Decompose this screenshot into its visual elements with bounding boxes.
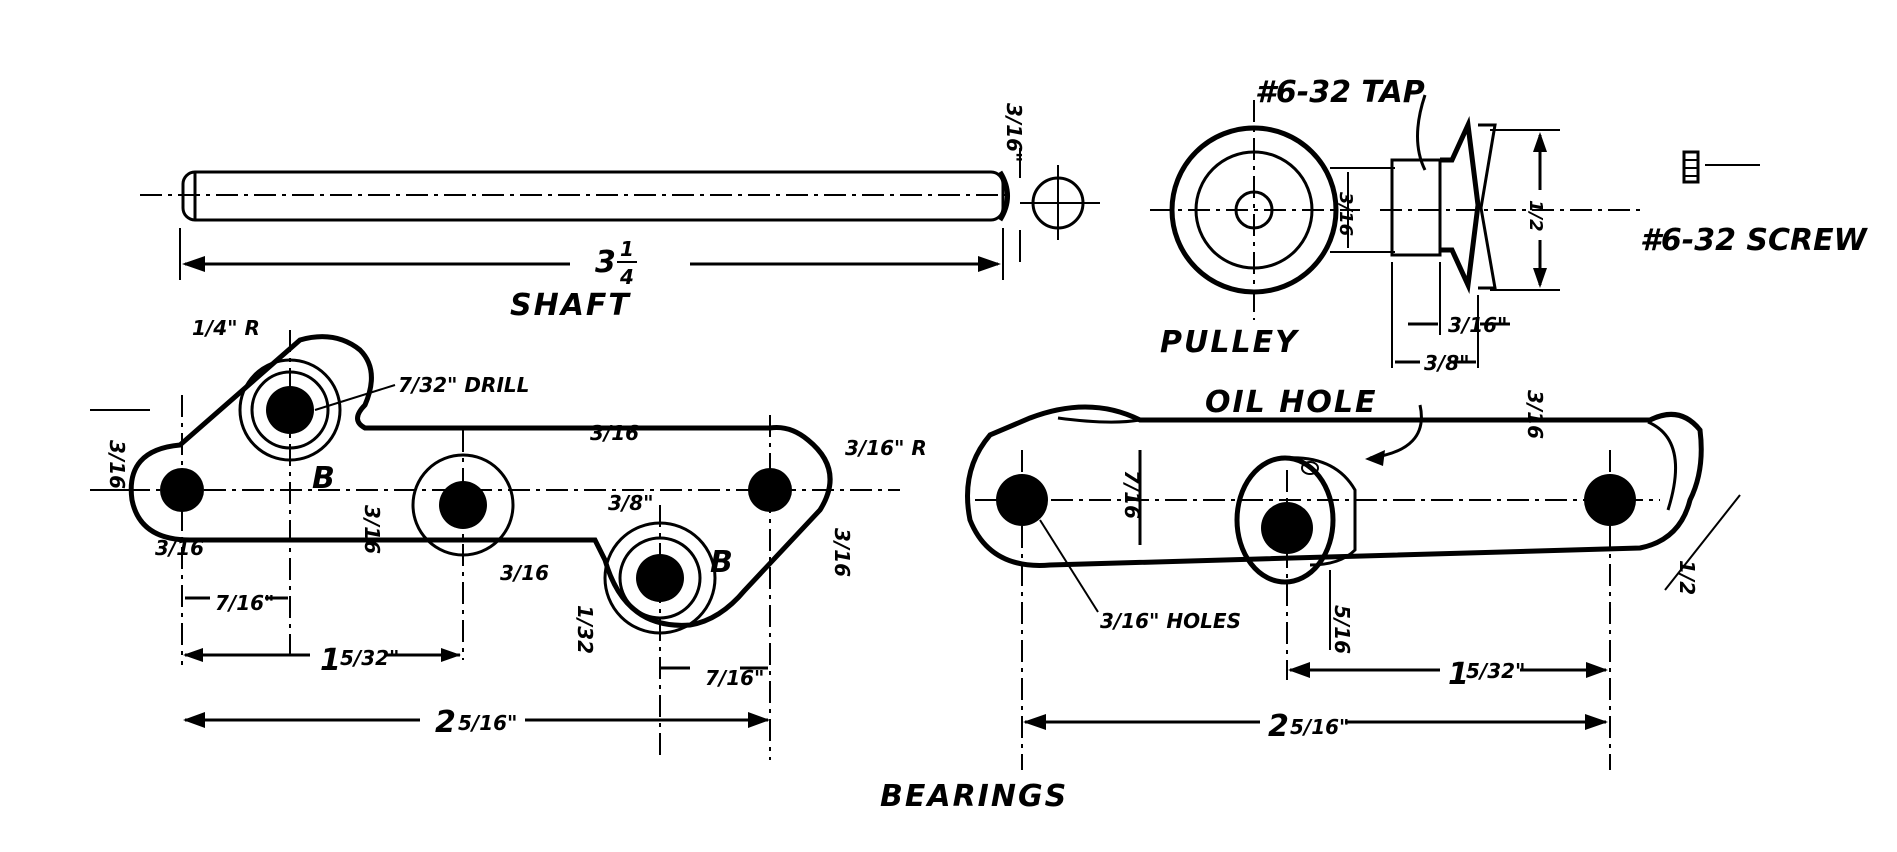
pulley-groove-dim: 1/2 [1525, 200, 1546, 232]
screw-icon [1682, 150, 1760, 184]
shaft-caption: SHAFT [510, 288, 631, 323]
left-bearing-outline [128, 334, 833, 628]
b-mark-upper: B [312, 461, 335, 496]
plate-dim-8: 7/16" [215, 591, 274, 615]
bearing-left: B B 1/4" R 7/32" DRILL 3/16" R 3/16 3/16… [90, 316, 927, 760]
plate-dim-6: 3/16 [500, 561, 549, 585]
plate-dim-9: 3/16 [830, 528, 854, 577]
pulley-hub-dim: 3/16 [1335, 192, 1356, 236]
plate-dim-4: 3/16 [590, 421, 639, 445]
plate-dim-5: 3/16 [360, 505, 384, 554]
right-dim-1-2: 1/2 [1675, 560, 1699, 595]
pulley-caption: PULLEY [1160, 325, 1300, 360]
plate-dim-10: 7/16" [705, 666, 764, 690]
bearings-caption: BEARINGS [880, 779, 1068, 814]
right-dim-3-16: 3/16 [1523, 390, 1547, 439]
drill-note: 7/32" DRILL [398, 373, 529, 397]
right-span-b-frac: 5/16" [1290, 715, 1349, 739]
span-a-whole: 1 [320, 643, 341, 678]
shaft-length-den: 4 [619, 265, 634, 289]
shaft-view: 3/16" 3 1 4 SHAFT [140, 103, 1100, 323]
right-dim-5-16: 5/16 [1330, 605, 1354, 654]
right-span-a-frac: 5/32" [1466, 659, 1525, 683]
pulley-face-dim: 3/16" [1448, 313, 1507, 337]
b-mark-lower: B [710, 545, 733, 580]
plate-dim-1: 3/16 [105, 440, 129, 489]
pulley-width-dim: 3/8" [1424, 351, 1470, 375]
plate-dim-2: 3/16 [155, 536, 204, 560]
bearing-right: OIL HOLE 3/16" HOLES 3/16 7/16 5/16 1/2 … [965, 385, 1741, 770]
radius-3-16: 3/16" R [845, 436, 927, 460]
shaft-length-whole: 3 [595, 245, 616, 280]
screw-note: #6-32 SCREW [1640, 223, 1869, 258]
tap-note: #6-32 TAP [1255, 75, 1425, 110]
pulley-view: 3/16 1/2 3/16" 3/8" #6-32 TAP [1150, 75, 1869, 375]
pulley-hub [1390, 158, 1442, 257]
span-b-whole: 2 [435, 705, 456, 740]
oil-hole-note: OIL HOLE [1205, 385, 1377, 420]
plate-dim-7: 1/32 [573, 605, 597, 654]
right-span-a-whole: 1 [1448, 657, 1469, 692]
holes-note: 3/16" HOLES [1100, 609, 1241, 633]
right-span-b-whole: 2 [1268, 709, 1289, 744]
span-b-frac: 5/16" [458, 711, 517, 735]
shaft-dia-dim: 3/16" [1002, 103, 1026, 162]
shaft-length-num: 1 [620, 237, 634, 261]
span-a-frac: 5/32" [340, 646, 399, 670]
plate-dim-3: 3/8" [608, 491, 654, 515]
radius-quarter: 1/4" R [192, 316, 260, 340]
